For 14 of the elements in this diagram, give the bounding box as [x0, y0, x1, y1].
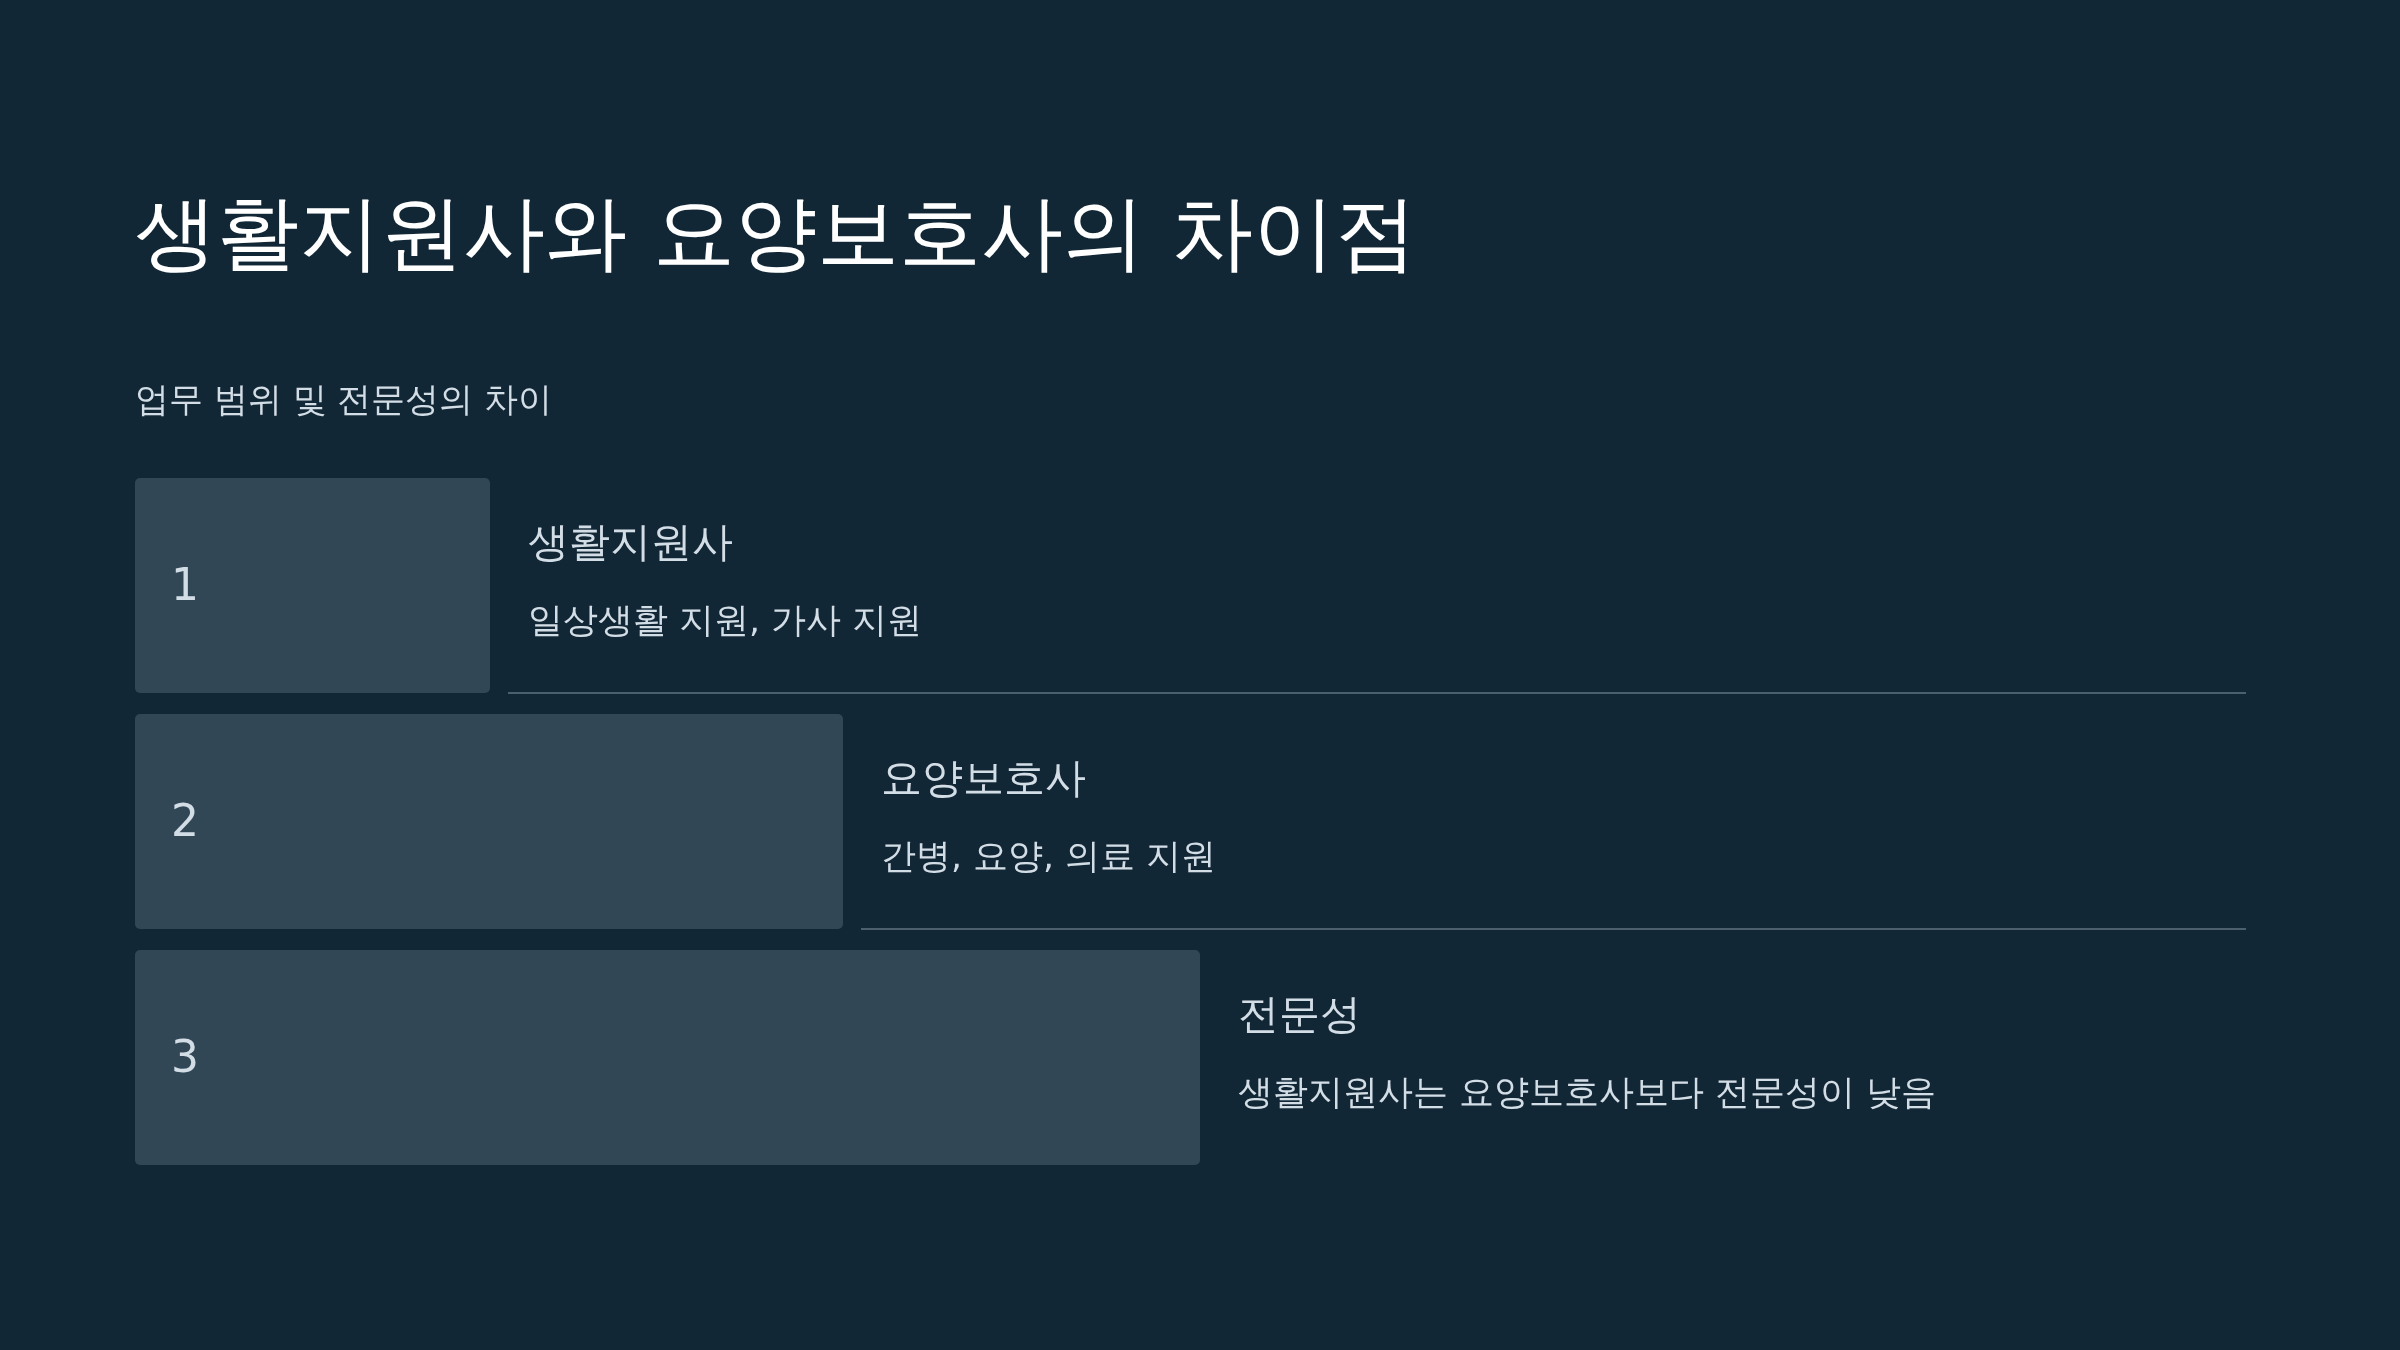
step-description: 간병, 요양, 의료 지원 [881, 835, 1216, 878]
step-description: 생활지원사는 요양보호사보다 전문성이 낮음 [1238, 1071, 1936, 1114]
step-heading: 생활지원사 [528, 517, 733, 568]
step-box [135, 714, 843, 929]
title: 생활지원사와 요양보호사의 차이점 [135, 184, 1418, 282]
step-heading: 요양보호사 [881, 753, 1086, 804]
step-box [135, 478, 490, 693]
step-description: 일상생활 지원, 가사 지원 [528, 599, 922, 642]
subtitle: 업무 범위 및 전문성의 차이 [135, 378, 553, 421]
step-number: 2 [171, 794, 199, 848]
step-number: 3 [171, 1030, 199, 1084]
step-heading: 전문성 [1238, 989, 1361, 1040]
step-number: 1 [171, 558, 199, 612]
step-box [135, 950, 1200, 1165]
